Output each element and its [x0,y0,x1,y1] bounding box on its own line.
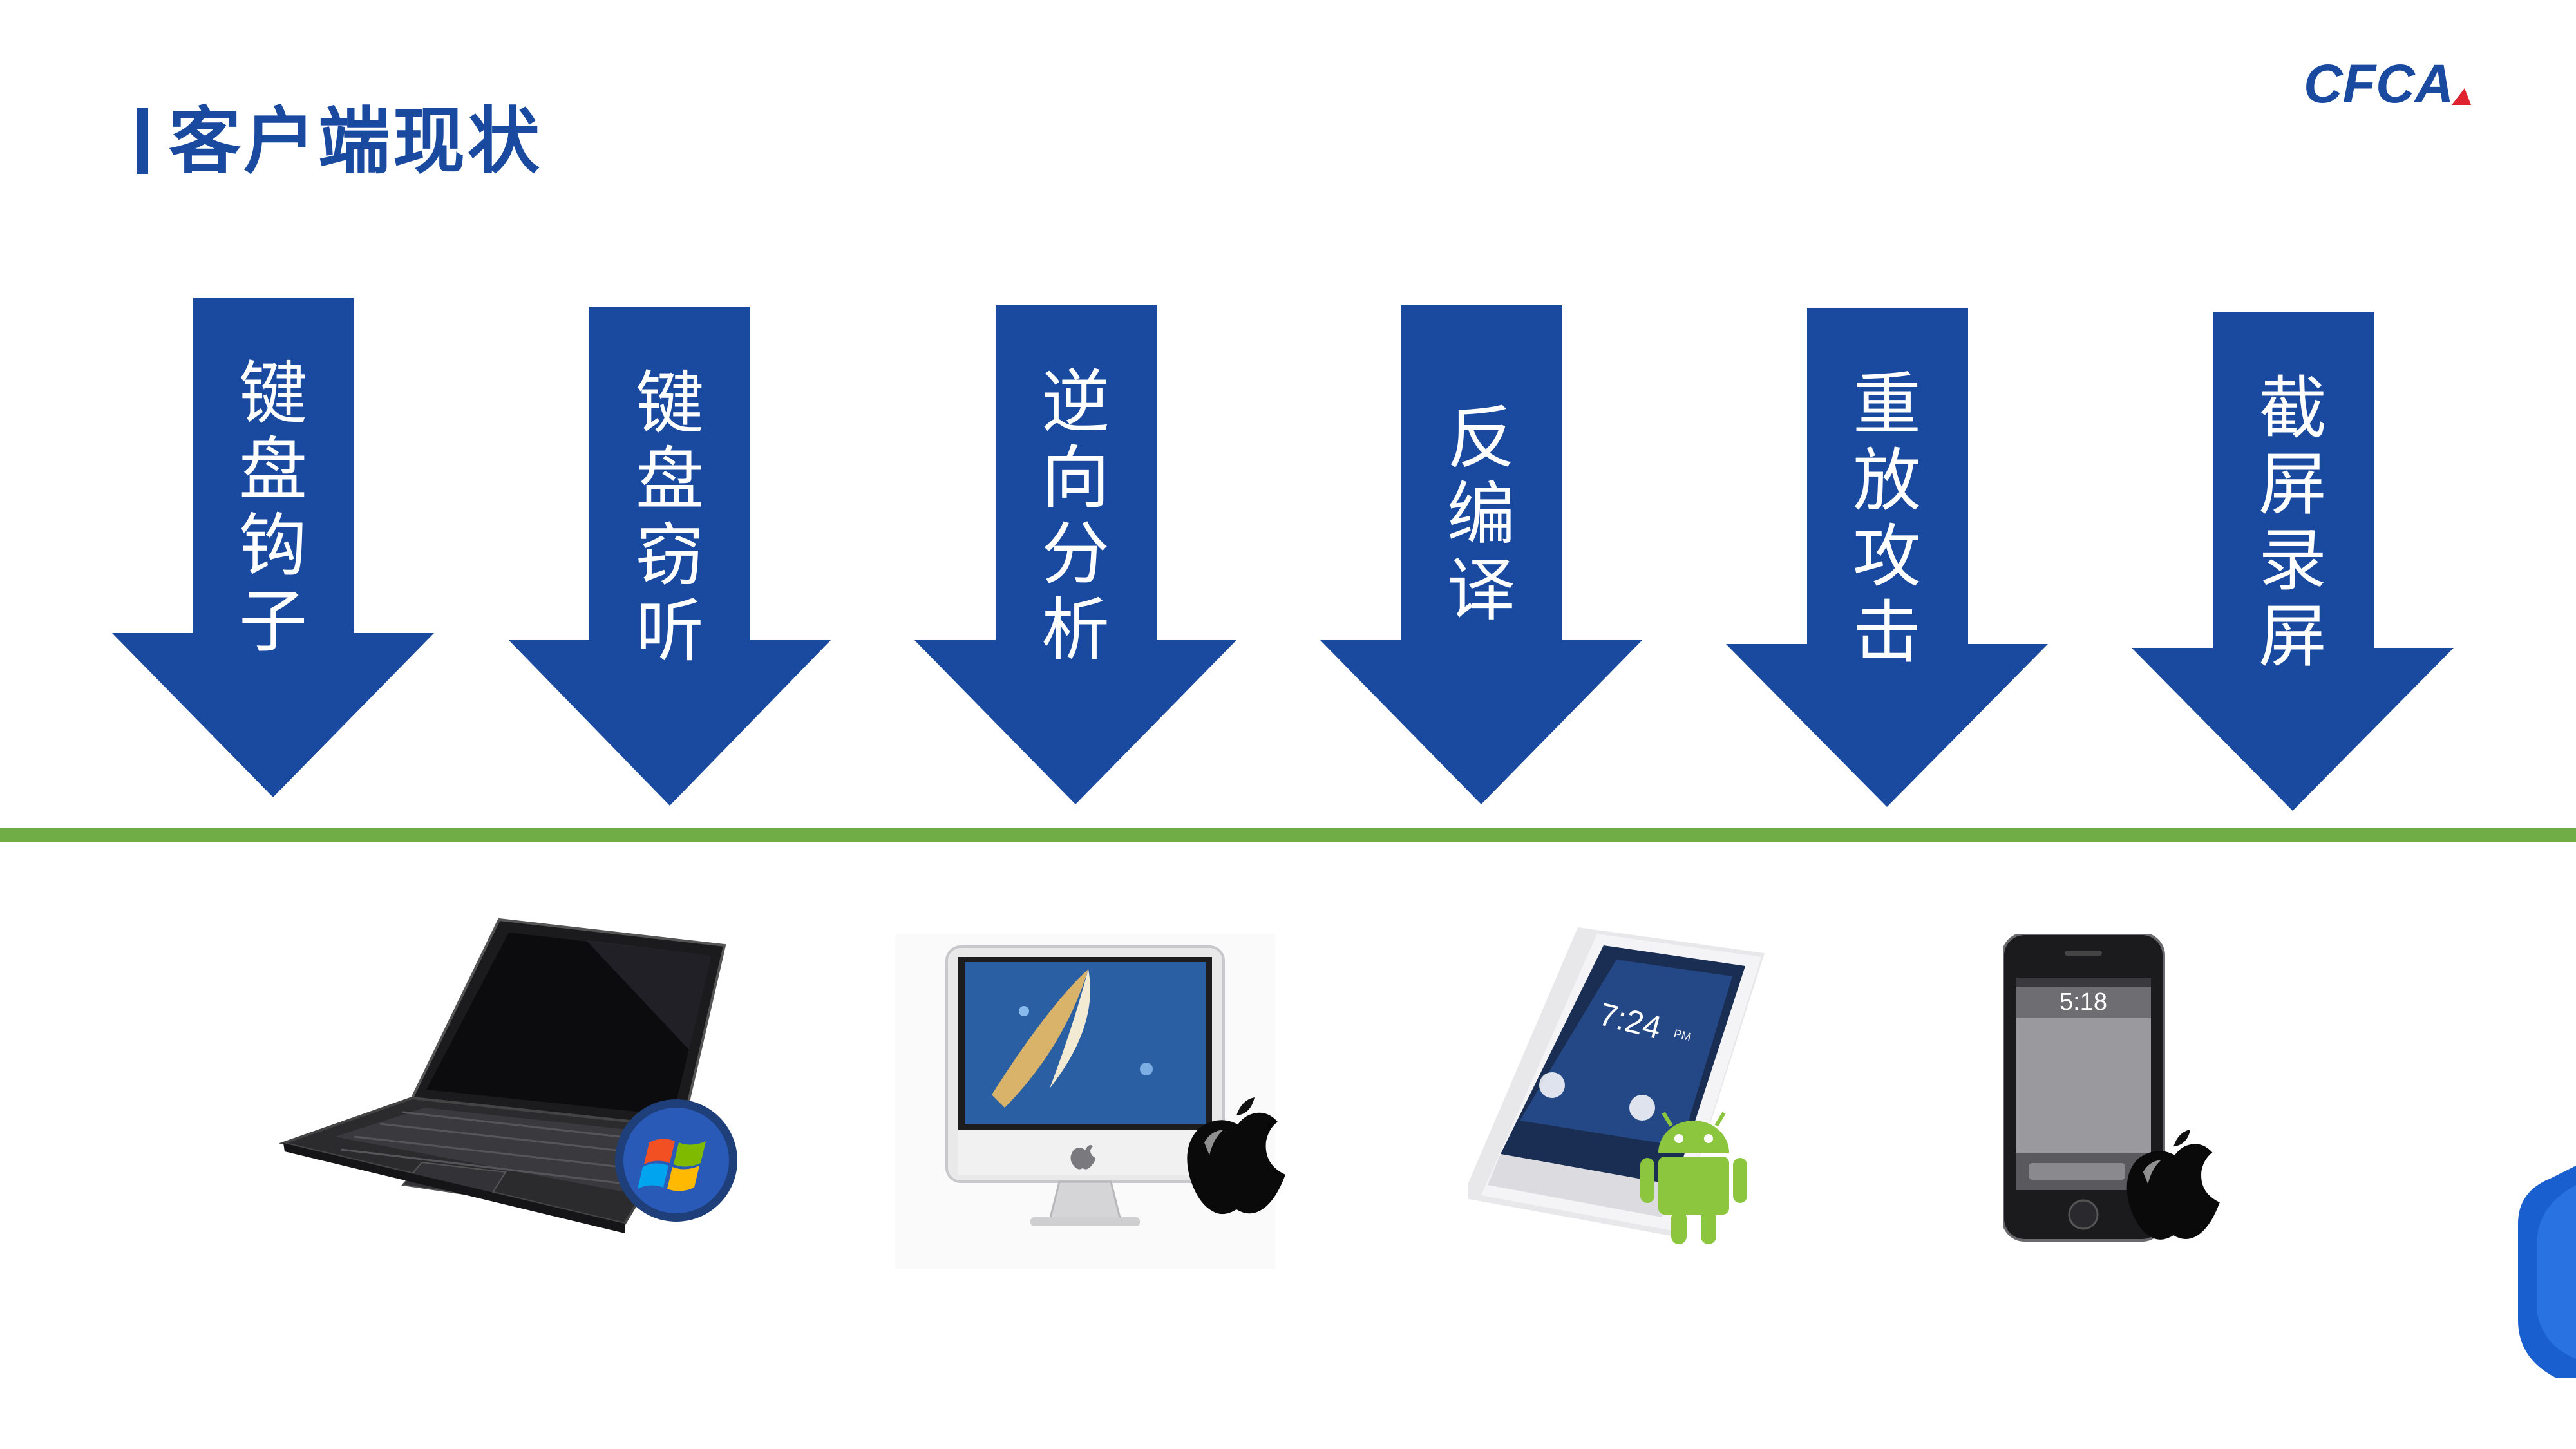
arrow-replay-attack: 重 放 攻 击 [1726,308,2048,807]
android-robot-icon [1633,1108,1755,1249]
arrow-label-char: 逆 [1041,363,1110,442]
laptop-image [277,914,753,1236]
arrow-label-char: 听 [636,592,704,671]
apple-logo-icon [2119,1121,2228,1243]
arrow-decompile: 反 编 译 [1320,305,1642,804]
arrow-label-char: 编 [1447,475,1515,554]
arrow-label-char: 屏 [2259,597,2327,676]
arrow-label-char: 译 [1447,551,1515,630]
arrow-keyboard-hook: 键 盘 钩 子 [112,298,434,797]
arrow-screen-capture: 截 屏 录 屏 [2132,312,2454,811]
page-title: 客户端现状 [169,100,542,184]
arrow-label-char: 析 [1041,591,1110,670]
desktop-computer-image [895,934,1314,1269]
arrow-label-char: 截 [2259,369,2327,448]
arrow-label-char: 盘 [636,440,704,519]
arrow-label-char: 重 [1853,365,1921,444]
iphone-clock-time: 5:18 [2060,989,2107,1016]
android-phone-image: 7:24 PM [1462,914,1765,1249]
arrow-label-char: 盘 [239,430,307,509]
arrow-label-char: 放 [1853,441,1921,520]
windows-logo-icon [612,1096,741,1225]
logo-red-mark [2452,88,2471,105]
arrow-label-char: 向 [1041,439,1110,518]
arrow-label-char: 攻 [1853,517,1921,596]
apple-logo-icon [1179,1088,1294,1217]
arrow-label-char: 键 [239,354,307,433]
green-divider-line [0,828,2576,842]
arrow-label-char: 窃 [636,516,704,595]
arrow-label-char: 录 [2259,521,2327,600]
arrow-label-char: 屏 [2259,445,2327,524]
iphone-image: 5:18 [2002,933,2235,1243]
arrow-label-char: 钩 [239,506,307,585]
arrow-label-char: 键 [636,364,704,443]
arrow-label-char: 子 [239,582,307,661]
arrow-reverse-analysis: 逆 向 分 析 [914,305,1236,804]
title-accent-bar [137,108,148,174]
arrow-label-char: 击 [1853,593,1921,672]
arrow-label-char: 反 [1447,399,1515,478]
cfca-logo: CFCA [2302,53,2489,114]
arrow-label-char: 分 [1041,515,1110,594]
logo-text: CFCA [2304,55,2454,113]
decorative-corner-shape [2518,1166,2576,1381]
arrow-keyboard-sniffing: 键 盘 窃 听 [509,307,831,806]
